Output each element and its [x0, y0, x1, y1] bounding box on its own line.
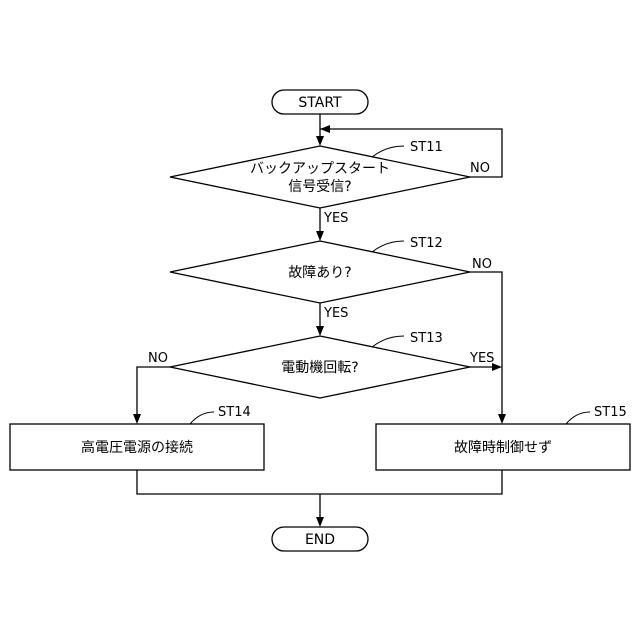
st11-yes-label: YES [323, 211, 348, 226]
st13-no-label: NO [148, 351, 168, 366]
st11-text-line1: バックアップスタート [250, 161, 390, 177]
arrowhead [316, 326, 324, 336]
arrowhead [498, 414, 506, 424]
st12-yes-label: YES [323, 306, 348, 321]
st15-leader [566, 412, 590, 424]
decision-st11 [170, 146, 470, 208]
connector-st12-no [470, 272, 502, 415]
st11-no-label: NO [470, 161, 490, 176]
arrowhead [316, 136, 324, 146]
step-label-st14: ST14 [218, 405, 251, 420]
st13-leader [372, 336, 404, 347]
st12-leader [372, 241, 404, 252]
st11-text-line2: 信号受信? [288, 179, 351, 195]
step-label-st15: ST15 [594, 405, 627, 420]
st15-text: 故障時制御せず [454, 440, 552, 456]
arrowhead [320, 125, 330, 133]
step-label-st12: ST12 [410, 236, 443, 251]
st13-yes-label: YES [469, 351, 494, 366]
start-label: START [298, 95, 342, 111]
st12-text: 故障あり? [288, 265, 351, 281]
connector-st14-merge [137, 470, 502, 494]
arrowhead [316, 231, 324, 241]
arrowhead [316, 517, 324, 527]
step-label-st11: ST11 [410, 140, 443, 155]
st14-leader [190, 412, 214, 424]
connector-st13-no [137, 367, 170, 415]
end-label: END [305, 532, 335, 548]
arrowhead [133, 414, 141, 424]
st14-text: 高電圧電源の接続 [81, 439, 193, 456]
st11-leader [372, 146, 404, 157]
st13-text: 電動機回転? [281, 360, 358, 376]
step-label-st13: ST13 [410, 331, 443, 346]
st12-no-label: NO [472, 257, 492, 272]
